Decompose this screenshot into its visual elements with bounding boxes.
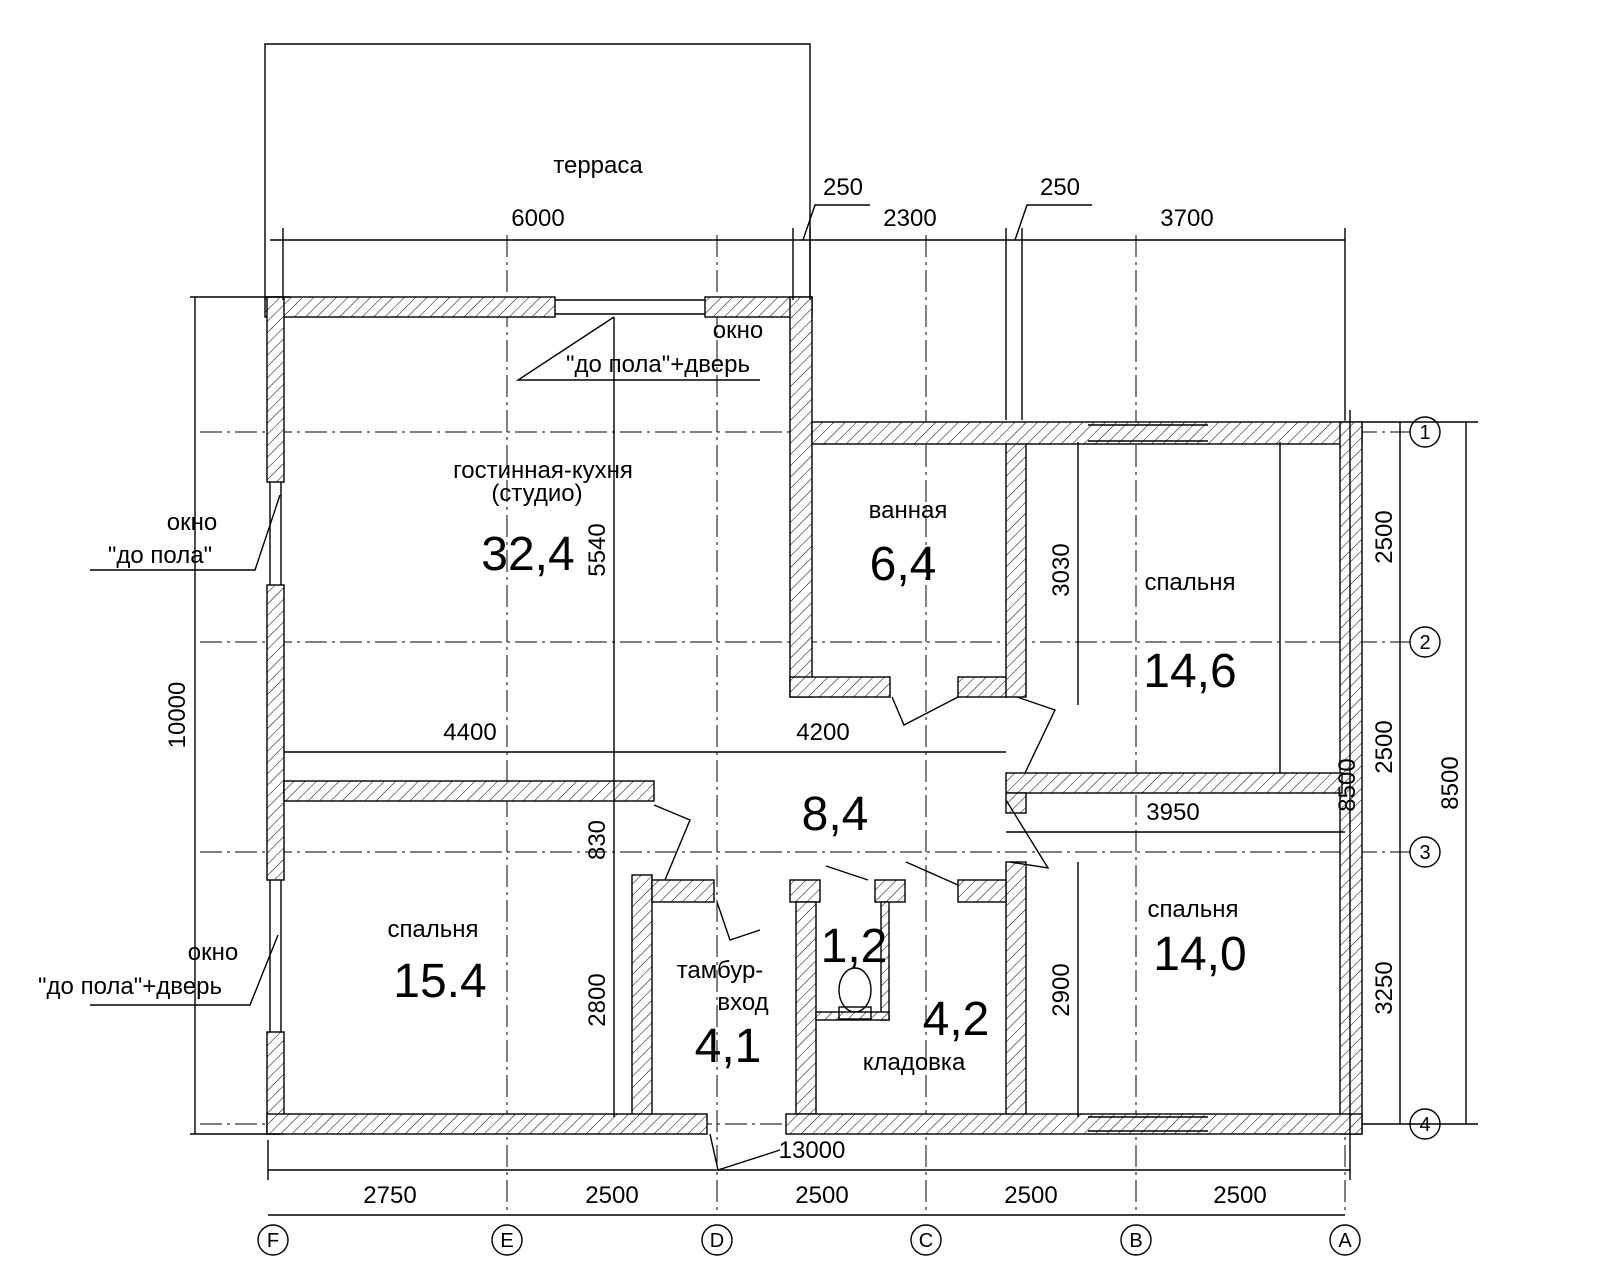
terrace-outline: [264, 43, 811, 300]
door-swings: [653, 696, 1056, 1171]
living-room-area: 32,4: [481, 528, 574, 581]
dim-3030: 3030: [1048, 543, 1075, 596]
wall-bath-bottom-right: [957, 676, 1009, 698]
window-notes: окно "до пола"+дверь окно "до пола" окно…: [38, 317, 763, 1000]
dim-3950: 3950: [1146, 799, 1199, 826]
bathroom-label: ванная: [869, 497, 948, 524]
bedroom-sw-area: 15.4: [393, 955, 486, 1008]
dim-bottom-2500-b: 2500: [795, 1182, 848, 1209]
axis-column-C: C: [919, 1230, 933, 1252]
dim-13000: 13000: [779, 1137, 846, 1164]
dim-right-2500-b: 2500: [1371, 720, 1398, 773]
living-room-sublabel: (студио): [491, 480, 582, 507]
dim-top-250-b: 250: [1040, 174, 1080, 201]
wall-vestibule-top: [651, 879, 715, 903]
dim-top-250-a: 250: [823, 174, 863, 201]
dim-4200: 4200: [796, 719, 849, 746]
storage-area: 4,2: [923, 993, 990, 1046]
dim-4400: 4400: [443, 719, 496, 746]
walls: [264, 296, 1363, 1135]
dim-top-3700: 3700: [1160, 205, 1213, 232]
wall-left-upper: [266, 296, 285, 483]
axis-row-3: 3: [1419, 842, 1430, 864]
dim-right-8500-outer: 8500: [1437, 756, 1464, 809]
dimension-labels: 6000 250 2300 250 3700 5540 3030 10000 4…: [164, 174, 1464, 1209]
dim-right-8500-inner: 8500: [1334, 758, 1361, 811]
wall-storage-top: [957, 879, 1007, 903]
room-labels: терраса гостинная-кухня (студио) 32,4 ва…: [387, 152, 1246, 1076]
left-window-note-1: окно: [167, 509, 217, 536]
wall-bedroom-se-north: [1005, 792, 1027, 814]
grid-axis-bubbles: [257, 416, 1441, 1256]
bedroom-sw-label: спальня: [387, 916, 478, 943]
axis-row-1: 1: [1419, 422, 1430, 444]
bedroom-se-area: 14,0: [1153, 928, 1246, 981]
wall-wc-top-right: [874, 879, 906, 903]
dim-bottom-2500-d: 2500: [1213, 1182, 1266, 1209]
hall-area: 8,4: [802, 788, 869, 841]
dim-bottom-2500-a: 2500: [585, 1182, 638, 1209]
left-door-note-1: окно: [188, 939, 238, 966]
wall-bedroom-ne-south: [1005, 772, 1343, 794]
wall-living-east: [789, 296, 813, 698]
vestibule-area: 4,1: [695, 1020, 762, 1073]
wall-bath-east: [1005, 441, 1027, 698]
dim-right-3250: 3250: [1371, 961, 1398, 1014]
wall-bedroom-sw-east: [631, 874, 653, 1118]
dim-right-2500-a: 2500: [1371, 510, 1398, 563]
wall-top-left: [264, 296, 556, 318]
bedroom-ne-label: спальня: [1144, 569, 1235, 596]
wall-bath-bottom-left: [789, 676, 891, 698]
axis-column-B: B: [1129, 1230, 1142, 1252]
vestibule-label-2: вход: [717, 989, 768, 1016]
wall-bedroom-se-west: [1005, 861, 1027, 1118]
terrace-label: терраса: [553, 152, 643, 179]
bedroom-ne-area: 14,6: [1143, 645, 1236, 698]
axis-column-D: D: [710, 1230, 724, 1252]
top-window-note-2: "до пола"+дверь: [566, 351, 750, 378]
dimension-lines: [90, 204, 1478, 1216]
axis-row-2: 2: [1419, 632, 1430, 654]
dim-10000: 10000: [164, 682, 191, 749]
wall-bottom-right: [785, 1113, 1363, 1135]
dim-bottom-2500-c: 2500: [1004, 1182, 1057, 1209]
dim-bottom-2750: 2750: [363, 1182, 416, 1209]
wall-wc-west: [795, 901, 817, 1115]
top-window-note-1: окно: [713, 317, 763, 344]
toilet-icon: [838, 967, 872, 1020]
left-door-note-2: "до пола"+дверь: [38, 973, 222, 1000]
axis-column-F: F: [267, 1230, 279, 1252]
wall-wc-top-left: [789, 879, 821, 903]
bedroom-se-label: спальня: [1147, 896, 1238, 923]
vestibule-label-1: тамбур-: [677, 957, 764, 984]
dim-2900: 2900: [1048, 963, 1075, 1016]
axis-labels: F E D C B A 1 2 3 4: [267, 422, 1431, 1252]
wall-left-middle: [266, 584, 285, 881]
living-room-label: гостинная-кухня: [453, 457, 633, 484]
axis-column-A: A: [1338, 1230, 1352, 1252]
dim-top-6000: 6000: [511, 205, 564, 232]
wall-bottom-left: [266, 1113, 708, 1135]
axis-column-E: E: [500, 1230, 513, 1252]
wall-bedroom-sw-north: [283, 780, 655, 802]
dim-top-2300: 2300: [883, 205, 936, 232]
dim-2800: 2800: [584, 973, 611, 1026]
dim-830: 830: [584, 820, 611, 860]
storage-label: кладовка: [863, 1049, 966, 1076]
left-window-note-2: "до пола": [108, 542, 212, 569]
wc-area: 1,2: [821, 920, 888, 973]
wall-top-east: [811, 421, 1363, 445]
axis-row-4: 4: [1419, 1114, 1430, 1136]
bathroom-area: 6,4: [870, 538, 937, 591]
dim-5540: 5540: [584, 523, 611, 576]
